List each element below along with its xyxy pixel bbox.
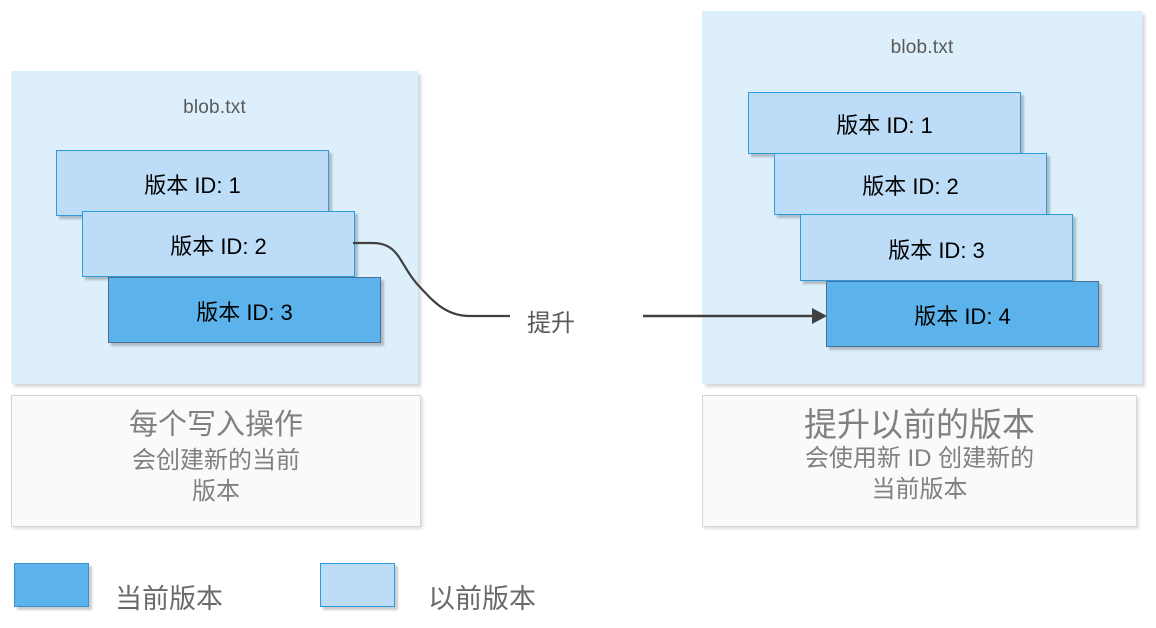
legend-label-current: 当前版本 (115, 584, 223, 614)
left-version-label-1: 版本 ID: 1 (144, 173, 241, 198)
right-blob-title: blob.txt (890, 37, 954, 58)
right-caption-heading: 提升以前的版本 (804, 406, 1035, 443)
left-version-card-2: 版本 ID: 2 (82, 211, 355, 277)
left-caption-line-2: 会创建新的当前 (132, 447, 300, 474)
right-version-card-3: 版本 ID: 3 (800, 214, 1073, 281)
right-version-label-3: 版本 ID: 3 (888, 237, 985, 263)
left-version-card-3: 版本 ID: 3 (108, 277, 381, 343)
left-caption-line-3: 版本 (192, 478, 240, 505)
left-version-card-1: 版本 ID: 1 (56, 150, 329, 216)
right-version-card-2: 版本 ID: 2 (774, 153, 1047, 215)
right-caption-line-1: 会使用新 ID 创建新的 (804, 445, 1035, 472)
left-blob-title: blob.txt (183, 97, 246, 118)
left-caption-box: 每个写入操作 会创建新的当前 版本 (11, 395, 421, 527)
right-version-label-2: 版本 ID: 2 (862, 174, 959, 199)
left-version-label-3: 版本 ID: 3 (196, 300, 293, 325)
right-version-label-1: 版本 ID: 1 (836, 113, 933, 138)
right-version-card-1: 版本 ID: 1 (748, 92, 1021, 154)
legend-swatch-previous (320, 563, 395, 607)
right-version-label-4: 版本 ID: 4 (914, 304, 1011, 329)
right-version-card-4: 版本 ID: 4 (826, 281, 1099, 347)
right-caption-box: 提升以前的版本 会使用新 ID 创建新的 当前版本 (702, 395, 1137, 527)
left-caption-line-1: 每个写入操作 (128, 409, 303, 441)
promote-label: 提升 (527, 310, 575, 337)
right-caption-line-2: 当前版本 (871, 476, 968, 503)
legend-label-previous: 以前版本 (428, 584, 536, 614)
legend-swatch-current (14, 563, 89, 607)
left-version-label-2: 版本 ID: 2 (170, 234, 267, 259)
